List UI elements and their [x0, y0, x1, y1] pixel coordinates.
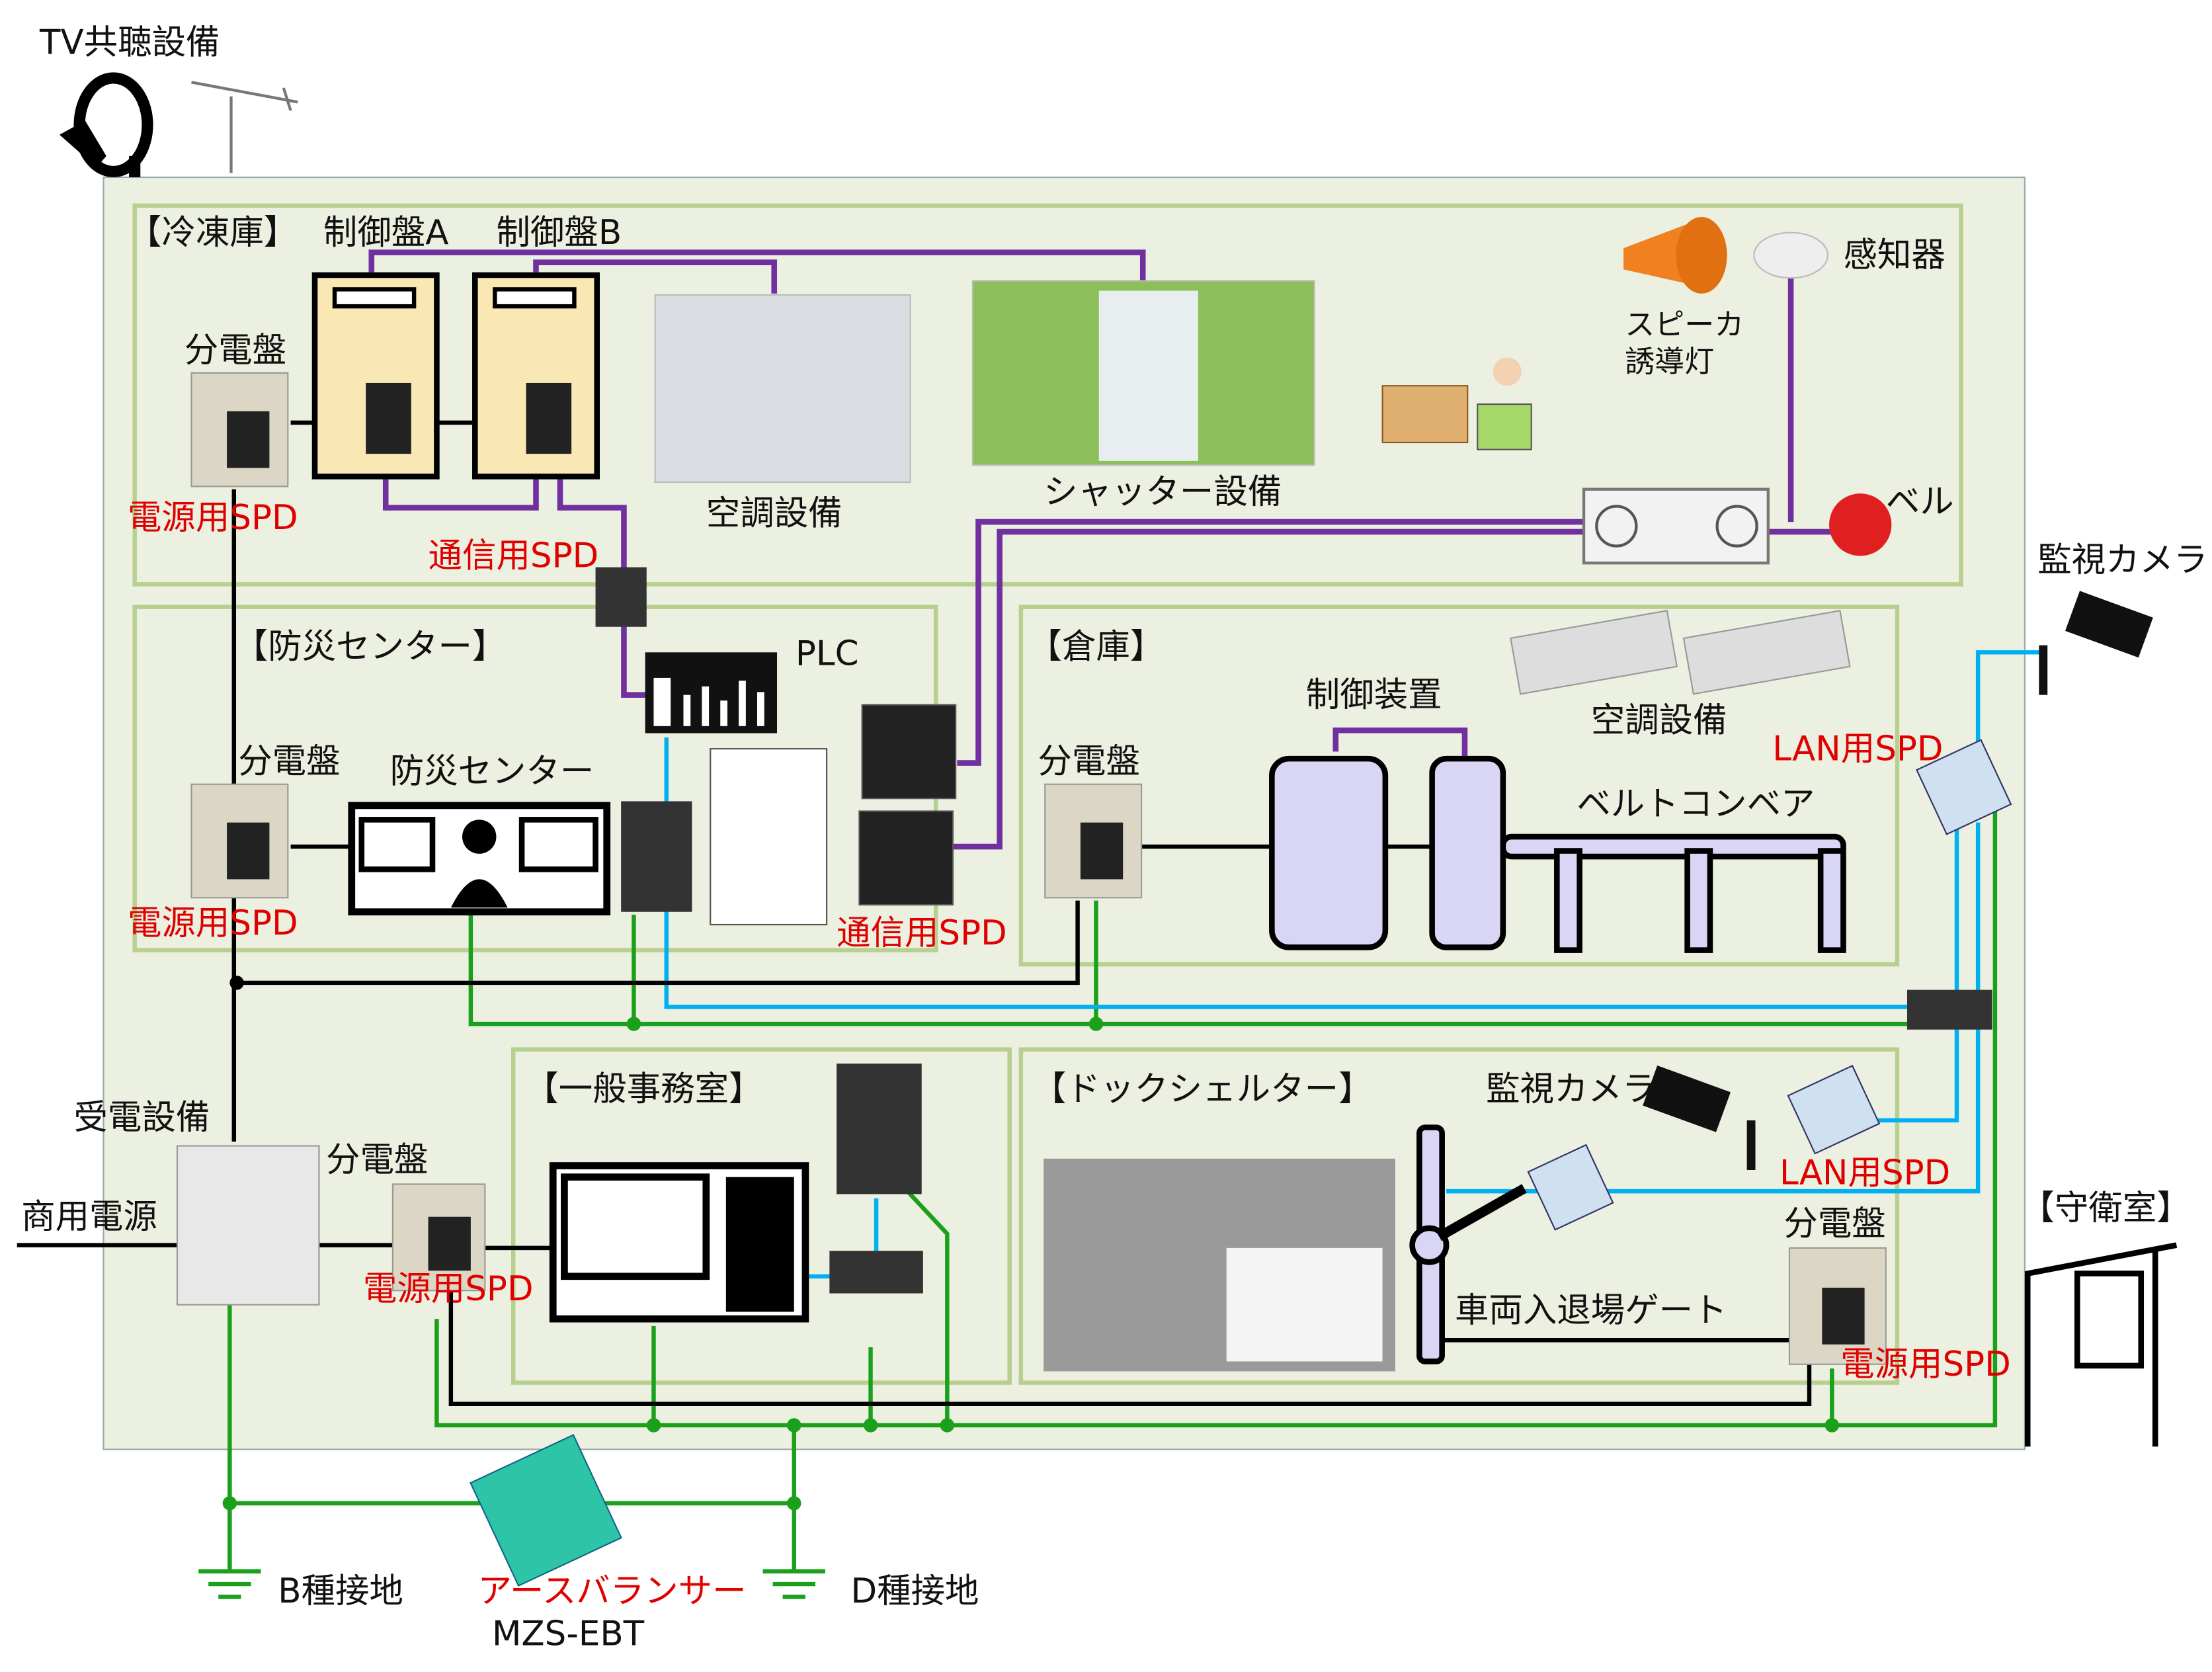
ground-wiring [227, 801, 1998, 1571]
sensor-icon [1753, 231, 1828, 279]
plc-icon [645, 652, 778, 733]
label-camera: 監視カメラ [1486, 1069, 1656, 1109]
label-power-spd: 電源用SPD [363, 1269, 534, 1309]
forklift-icon [1381, 357, 1532, 450]
label-panel-b: 制御盤B [496, 213, 622, 253]
network-switch-icon [1906, 989, 1992, 1030]
label-controller: 制御装置 [1306, 675, 1442, 715]
label-plc: PLC [796, 634, 859, 674]
guard-house-icon [2024, 1242, 2178, 1447]
ground-junctions [222, 1017, 1840, 1511]
label-guide-light: 誘導灯 [1625, 344, 1714, 379]
pc-icon [549, 1162, 809, 1323]
lan-spd-icon [1916, 739, 2012, 835]
tv-title: TV共聴設備 [39, 22, 220, 62]
label-power-spd: 電源用SPD [1840, 1345, 2011, 1384]
label-dist-board: 分電盤 [238, 742, 340, 782]
label-dist-board: 分電盤 [1038, 742, 1140, 782]
distribution-board-icon [1788, 1247, 1887, 1365]
ground-symbol-b-icon [198, 1569, 261, 1599]
label-comm-spd: 通信用SPD [429, 536, 599, 576]
monitoring-desk-icon [348, 802, 611, 916]
fire-receiver-panel-icon [710, 748, 828, 926]
label-dist-board: 分電盤 [184, 331, 286, 370]
control-panel-a-icon [311, 272, 440, 480]
zone-freezer [132, 203, 1963, 587]
label-dist-board: 分電盤 [326, 1140, 428, 1180]
label-commercial-power: 商用電源 [21, 1197, 157, 1237]
zone-label-disaster: 【防災センター】 [234, 627, 507, 667]
camera-icon [2039, 591, 2153, 695]
distribution-board-icon [190, 372, 289, 487]
zone-dock [1018, 1047, 1900, 1385]
label-speaker: スピーカ [1625, 307, 1744, 342]
camera-icon [1643, 1065, 1756, 1170]
zone-label-guard: 【守衛室】 [2020, 1189, 2190, 1228]
zone-label-warehouse: 【倉庫】 [1028, 627, 1165, 667]
control-panel-b-icon [472, 272, 600, 480]
zone-label-office: 【一般事務室】 [524, 1069, 762, 1109]
zone-label-freezer: 【冷凍庫】 [128, 213, 298, 253]
satellite-dish-icon [60, 72, 153, 178]
earth-balancer-icon [470, 1434, 622, 1587]
zone-label-dock: 【ドックシェルター】 [1032, 1069, 1373, 1109]
tv-antenna-icon [191, 81, 298, 173]
zone-office [511, 1047, 1012, 1385]
distribution-board-icon [1044, 783, 1143, 899]
fire-alarm-panel-icon [1582, 487, 1770, 565]
ground-symbol-d-icon [762, 1569, 825, 1599]
label-gate: 車両入退場ゲート [1455, 1290, 1727, 1330]
server-rack-icon [837, 1064, 922, 1194]
label-receiving: 受電設備 [73, 1098, 210, 1138]
vehicle-gate-icon [1409, 1124, 1527, 1364]
label-comm-spd: 通信用SPD [837, 913, 1007, 953]
belt-conveyor-icon [1500, 833, 1846, 953]
label-panel-a: 制御盤A [323, 213, 449, 253]
hvac-unit-icon [1510, 610, 1678, 695]
label-shutter: シャッター設備 [1044, 472, 1282, 512]
label-disaster-center: 防災センター [390, 752, 594, 792]
comm-spd-icon [858, 810, 954, 906]
comm-wiring [368, 249, 1832, 850]
label-camera: 監視カメラ [2037, 540, 2207, 580]
label-dist-board: 分電盤 [1783, 1204, 1885, 1244]
comm-spd-icon [861, 704, 957, 800]
network-switch-icon [829, 1251, 923, 1294]
lan-spd-icon [1787, 1064, 1881, 1155]
label-power-spd: 電源用SPD [128, 903, 298, 943]
server-rack-icon [621, 801, 692, 912]
speaker-icon [1623, 217, 1727, 294]
label-lan-spd: LAN用SPD [1772, 729, 1943, 769]
comm-spd-icon [595, 567, 647, 627]
hvac-photo [654, 294, 911, 483]
truck-icon [1226, 1247, 1383, 1362]
power-junction [229, 976, 244, 990]
receiving-equipment-icon [176, 1145, 320, 1306]
label-conveyor: ベルトコンベア [1577, 784, 1815, 824]
label-sensor: 感知器 [1843, 235, 1945, 275]
label-hvac: 空調設備 [1591, 700, 1727, 740]
zone-warehouse [1018, 605, 1900, 967]
shutter-photo-aisle [1098, 290, 1198, 461]
label-hvac: 空調設備 [706, 493, 842, 533]
controller-icon [1269, 755, 1506, 950]
label-balancer-model: MZS-EBT [492, 1614, 645, 1653]
label-balancer: アースバランサー [478, 1571, 747, 1611]
label-ground-b: B種接地 [278, 1571, 403, 1611]
distribution-board-icon [391, 1183, 486, 1292]
hvac-unit-icon [1682, 610, 1851, 695]
label-lan-spd: LAN用SPD [1780, 1153, 1950, 1192]
label-power-spd: 電源用SPD [128, 498, 298, 538]
distribution-board-icon [190, 783, 289, 899]
label-ground-d: D種接地 [851, 1571, 979, 1611]
bell-icon [1829, 493, 1892, 556]
lan-spd-icon [1527, 1144, 1614, 1231]
label-bell: ベル [1886, 482, 1954, 522]
